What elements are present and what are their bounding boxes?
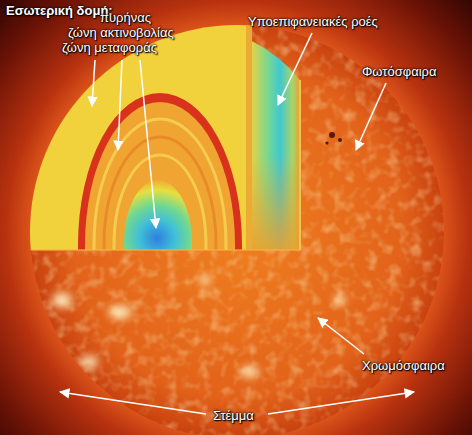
leader-lines — [60, 33, 414, 414]
leader-line — [356, 83, 386, 150]
leader-line — [140, 60, 156, 228]
diagram-title: Εσωτερική δομή: — [6, 3, 113, 18]
leader-line — [318, 318, 364, 354]
part-label: Στέμμα — [213, 408, 254, 423]
part-label: ζώνη μεταφοράς — [62, 40, 157, 55]
leader-line — [278, 33, 312, 105]
part-label: Υποεπιφανειακές ροές — [248, 14, 378, 29]
leader-line — [118, 60, 122, 150]
part-label: Χρωμόσφαιρα — [362, 358, 445, 373]
leader-line — [268, 392, 414, 414]
part-label: ζώνη ακτινοβολίας — [68, 25, 174, 40]
leader-line — [60, 392, 206, 414]
leader-line — [92, 60, 95, 106]
part-label: Φωτόσφαιρα — [362, 64, 436, 79]
part-label: πυρήνας — [100, 10, 151, 25]
